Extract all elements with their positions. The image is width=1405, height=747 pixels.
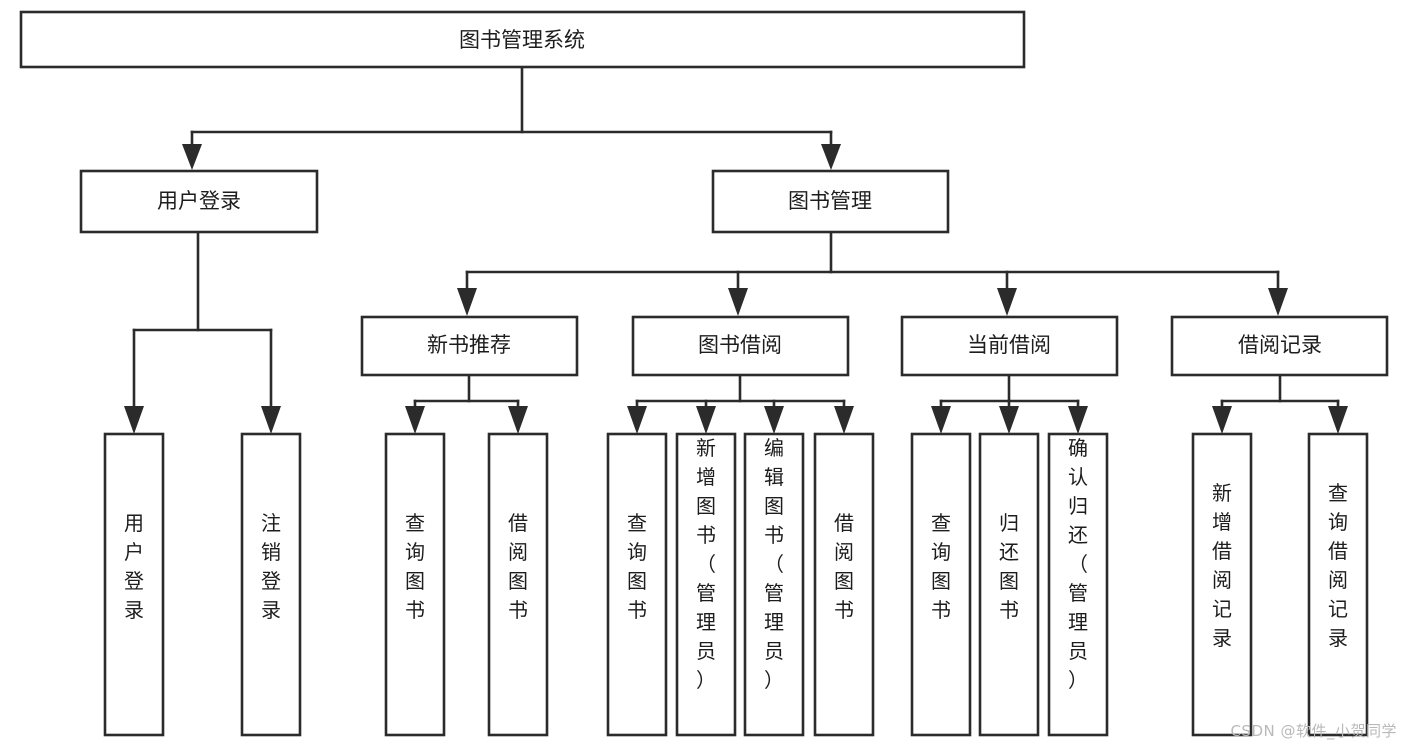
arrow-newbook-leaf-2 [508, 406, 528, 434]
node-leaf-confirm-return-admin-label: 确认归还（管理员） [1068, 436, 1088, 692]
node-leaf-borrow-book-1-box [487, 432, 549, 737]
node-current-borrow[interactable]: 当前借阅 [900, 315, 1119, 377]
arrow-newbook-leaf-1 [405, 406, 425, 434]
node-leaf-borrow-book-2[interactable]: 借阅图书 [813, 432, 875, 737]
arrow-root-to-user-login [182, 144, 202, 170]
node-leaf-query-book-3[interactable]: 查询图书 [910, 432, 972, 737]
arrow-bookmgmt-to-newbook [457, 288, 477, 316]
node-root-system-label: 图书管理系统 [459, 28, 585, 52]
node-user-login[interactable]: 用户登录 [79, 169, 319, 234]
arrow-bookmgmt-to-borrow [728, 288, 748, 316]
node-leaf-query-borrow-record-box [1307, 432, 1369, 737]
node-book-borrow-box [631, 315, 850, 377]
node-leaf-logout-box [240, 432, 302, 737]
node-new-book-recommend-box [360, 315, 579, 377]
node-book-management[interactable]: 图书管理 [711, 169, 950, 234]
node-leaf-borrow-book-1-label: 借阅图书 [508, 511, 528, 622]
node-new-book-recommend[interactable]: 新书推荐 [360, 315, 579, 377]
node-user-login-label: 用户登录 [157, 189, 241, 213]
arrow-records-leaf-2 [1328, 406, 1348, 434]
arrow-records-leaf-1 [1212, 406, 1232, 434]
arrow-borrow-leaf-2 [696, 406, 716, 434]
node-leaf-query-book-1[interactable]: 查询图书 [384, 432, 446, 737]
node-leaf-query-book-1-box [384, 432, 446, 737]
node-book-borrow-label: 图书借阅 [698, 333, 782, 357]
node-leaf-query-book-1-label: 查询图书 [405, 511, 425, 622]
node-leaf-add-borrow-record-box [1191, 432, 1253, 737]
node-book-borrow[interactable]: 图书借阅 [631, 315, 850, 377]
node-leaf-add-borrow-record-label: 新增借阅记录 [1212, 481, 1232, 650]
arrow-bookmgmt-to-current [997, 288, 1017, 316]
node-leaf-add-book-admin-label: 新增图书（管理员） [696, 436, 716, 692]
connector-layer [124, 65, 1348, 434]
arrow-bookmgmt-to-records [1268, 288, 1288, 316]
node-borrow-records[interactable]: 借阅记录 [1170, 315, 1389, 377]
node-leaf-edit-book-admin[interactable]: 编辑图书（管理员） [743, 432, 805, 737]
arrow-current-leaf-2 [999, 406, 1019, 434]
arrow-current-leaf-1 [931, 406, 951, 434]
arrow-userlogin-leaf-2 [261, 406, 281, 434]
node-leaf-user-login[interactable]: 用户登录 [103, 432, 165, 737]
node-leaf-return-book-label: 归还图书 [999, 511, 1019, 622]
arrow-root-to-book-mgmt [821, 144, 841, 170]
node-leaf-add-book-admin-box [675, 432, 737, 737]
node-leaf-query-borrow-record[interactable]: 查询借阅记录 [1307, 432, 1369, 737]
node-leaf-confirm-return-admin-box [1047, 432, 1109, 737]
arrow-borrow-leaf-4 [834, 406, 854, 434]
node-root-system[interactable]: 图书管理系统 [19, 10, 1026, 69]
node-leaf-edit-book-admin-label: 编辑图书（管理员） [764, 436, 784, 692]
node-new-book-recommend-label: 新书推荐 [427, 333, 511, 357]
arrow-current-leaf-3 [1068, 406, 1088, 434]
node-user-login-box [79, 169, 319, 234]
node-leaf-query-book-3-box [910, 432, 972, 737]
node-leaf-return-book-box [978, 432, 1040, 737]
node-leaf-user-login-label: 用户登录 [124, 511, 144, 622]
arrow-borrow-leaf-1 [627, 406, 647, 434]
node-leaf-add-borrow-record[interactable]: 新增借阅记录 [1191, 432, 1253, 737]
node-leaf-edit-book-admin-box [743, 432, 805, 737]
node-current-borrow-label: 当前借阅 [967, 333, 1051, 357]
node-leaf-add-book-admin[interactable]: 新增图书（管理员） [675, 432, 737, 737]
node-leaf-return-book[interactable]: 归还图书 [978, 432, 1040, 737]
node-leaf-user-login-box [103, 432, 165, 737]
node-root-system-box [19, 10, 1026, 69]
node-borrow-records-label: 借阅记录 [1238, 333, 1322, 357]
node-leaf-borrow-book-2-box [813, 432, 875, 737]
node-current-borrow-box [900, 315, 1119, 377]
node-leaf-logout-label: 注销登录 [261, 511, 281, 622]
node-leaf-query-borrow-record-label: 查询借阅记录 [1328, 481, 1348, 650]
arrow-userlogin-leaf-1 [124, 406, 144, 434]
node-leaf-query-book-3-label: 查询图书 [931, 511, 951, 622]
node-book-management-box [711, 169, 950, 234]
node-borrow-records-box [1170, 315, 1389, 377]
node-leaf-confirm-return-admin[interactable]: 确认归还（管理员） [1047, 432, 1109, 737]
node-leaf-query-book-2-box [606, 432, 668, 737]
node-leaf-borrow-book-1[interactable]: 借阅图书 [487, 432, 549, 737]
node-book-management-label: 图书管理 [788, 189, 872, 213]
node-leaf-query-book-2-label: 查询图书 [627, 511, 647, 622]
node-leaf-query-book-2[interactable]: 查询图书 [606, 432, 668, 737]
arrow-borrow-leaf-3 [764, 406, 784, 434]
node-leaf-borrow-book-2-label: 借阅图书 [834, 511, 854, 622]
node-leaf-logout[interactable]: 注销登录 [240, 432, 302, 737]
